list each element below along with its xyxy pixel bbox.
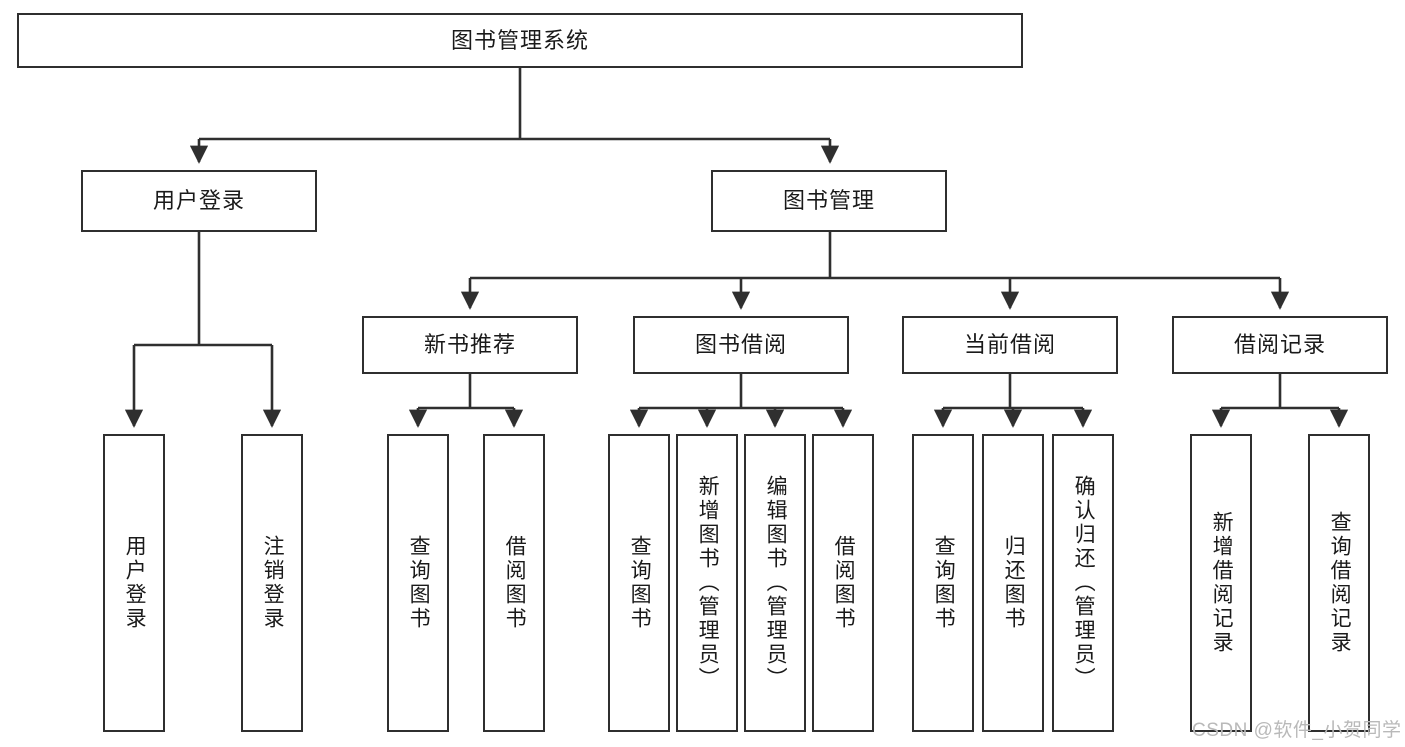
leaf-query-book-3-label: 查询图书: [932, 535, 956, 631]
leaf-user-login[interactable]: 用户登录: [103, 434, 165, 732]
leaf-query-book-3[interactable]: 查询图书: [912, 434, 974, 732]
leaf-borrow-book-1[interactable]: 借阅图书: [483, 434, 545, 732]
leaf-query-record-label: 查询借阅记录: [1328, 511, 1352, 655]
node-book-borrow-label: 图书借阅: [694, 332, 787, 358]
node-user-login[interactable]: 用户登录: [81, 170, 317, 232]
leaf-query-book-1-label: 查询图书: [407, 535, 431, 631]
leaf-return-book-label: 归还图书: [1002, 535, 1026, 631]
leaf-borrow-book-2-label: 借阅图书: [832, 535, 856, 631]
node-book-manage[interactable]: 图书管理: [711, 170, 947, 232]
node-new-book-recommend-label: 新书推荐: [423, 332, 516, 358]
leaf-query-record[interactable]: 查询借阅记录: [1308, 434, 1370, 732]
node-book-manage-label: 图书管理: [782, 188, 875, 214]
leaf-user-login-label: 用户登录: [123, 535, 147, 631]
csdn-watermark: CSDN @软件_小贺同学: [1192, 720, 1402, 741]
leaf-user-logout-label: 注销登录: [261, 535, 285, 631]
leaf-user-logout[interactable]: 注销登录: [241, 434, 303, 732]
node-current-borrow-label: 当前借阅: [963, 332, 1056, 358]
leaf-add-book-label: 新增图书（管理员）: [696, 475, 720, 691]
leaf-add-record[interactable]: 新增借阅记录: [1190, 434, 1252, 732]
leaf-query-book-1[interactable]: 查询图书: [387, 434, 449, 732]
node-new-book-recommend[interactable]: 新书推荐: [362, 316, 578, 374]
leaf-add-book[interactable]: 新增图书（管理员）: [676, 434, 738, 732]
leaf-add-record-label: 新增借阅记录: [1210, 511, 1234, 655]
node-user-login-label: 用户登录: [152, 188, 245, 214]
leaf-confirm-return-label: 确认归还（管理员）: [1072, 475, 1096, 691]
leaf-borrow-book-2[interactable]: 借阅图书: [812, 434, 874, 732]
leaf-edit-book[interactable]: 编辑图书（管理员）: [744, 434, 806, 732]
node-current-borrow[interactable]: 当前借阅: [902, 316, 1118, 374]
leaf-confirm-return[interactable]: 确认归还（管理员）: [1052, 434, 1114, 732]
leaf-query-book-2-label: 查询图书: [628, 535, 652, 631]
leaf-borrow-book-1-label: 借阅图书: [503, 535, 527, 631]
node-borrow-record-label: 借阅记录: [1233, 332, 1326, 358]
node-book-borrow[interactable]: 图书借阅: [633, 316, 849, 374]
leaf-edit-book-label: 编辑图书（管理员）: [764, 475, 788, 691]
node-borrow-record[interactable]: 借阅记录: [1172, 316, 1388, 374]
node-root[interactable]: 图书管理系统: [17, 13, 1023, 68]
leaf-query-book-2[interactable]: 查询图书: [608, 434, 670, 732]
node-root-label: 图书管理系统: [450, 27, 589, 53]
leaf-return-book[interactable]: 归还图书: [982, 434, 1044, 732]
